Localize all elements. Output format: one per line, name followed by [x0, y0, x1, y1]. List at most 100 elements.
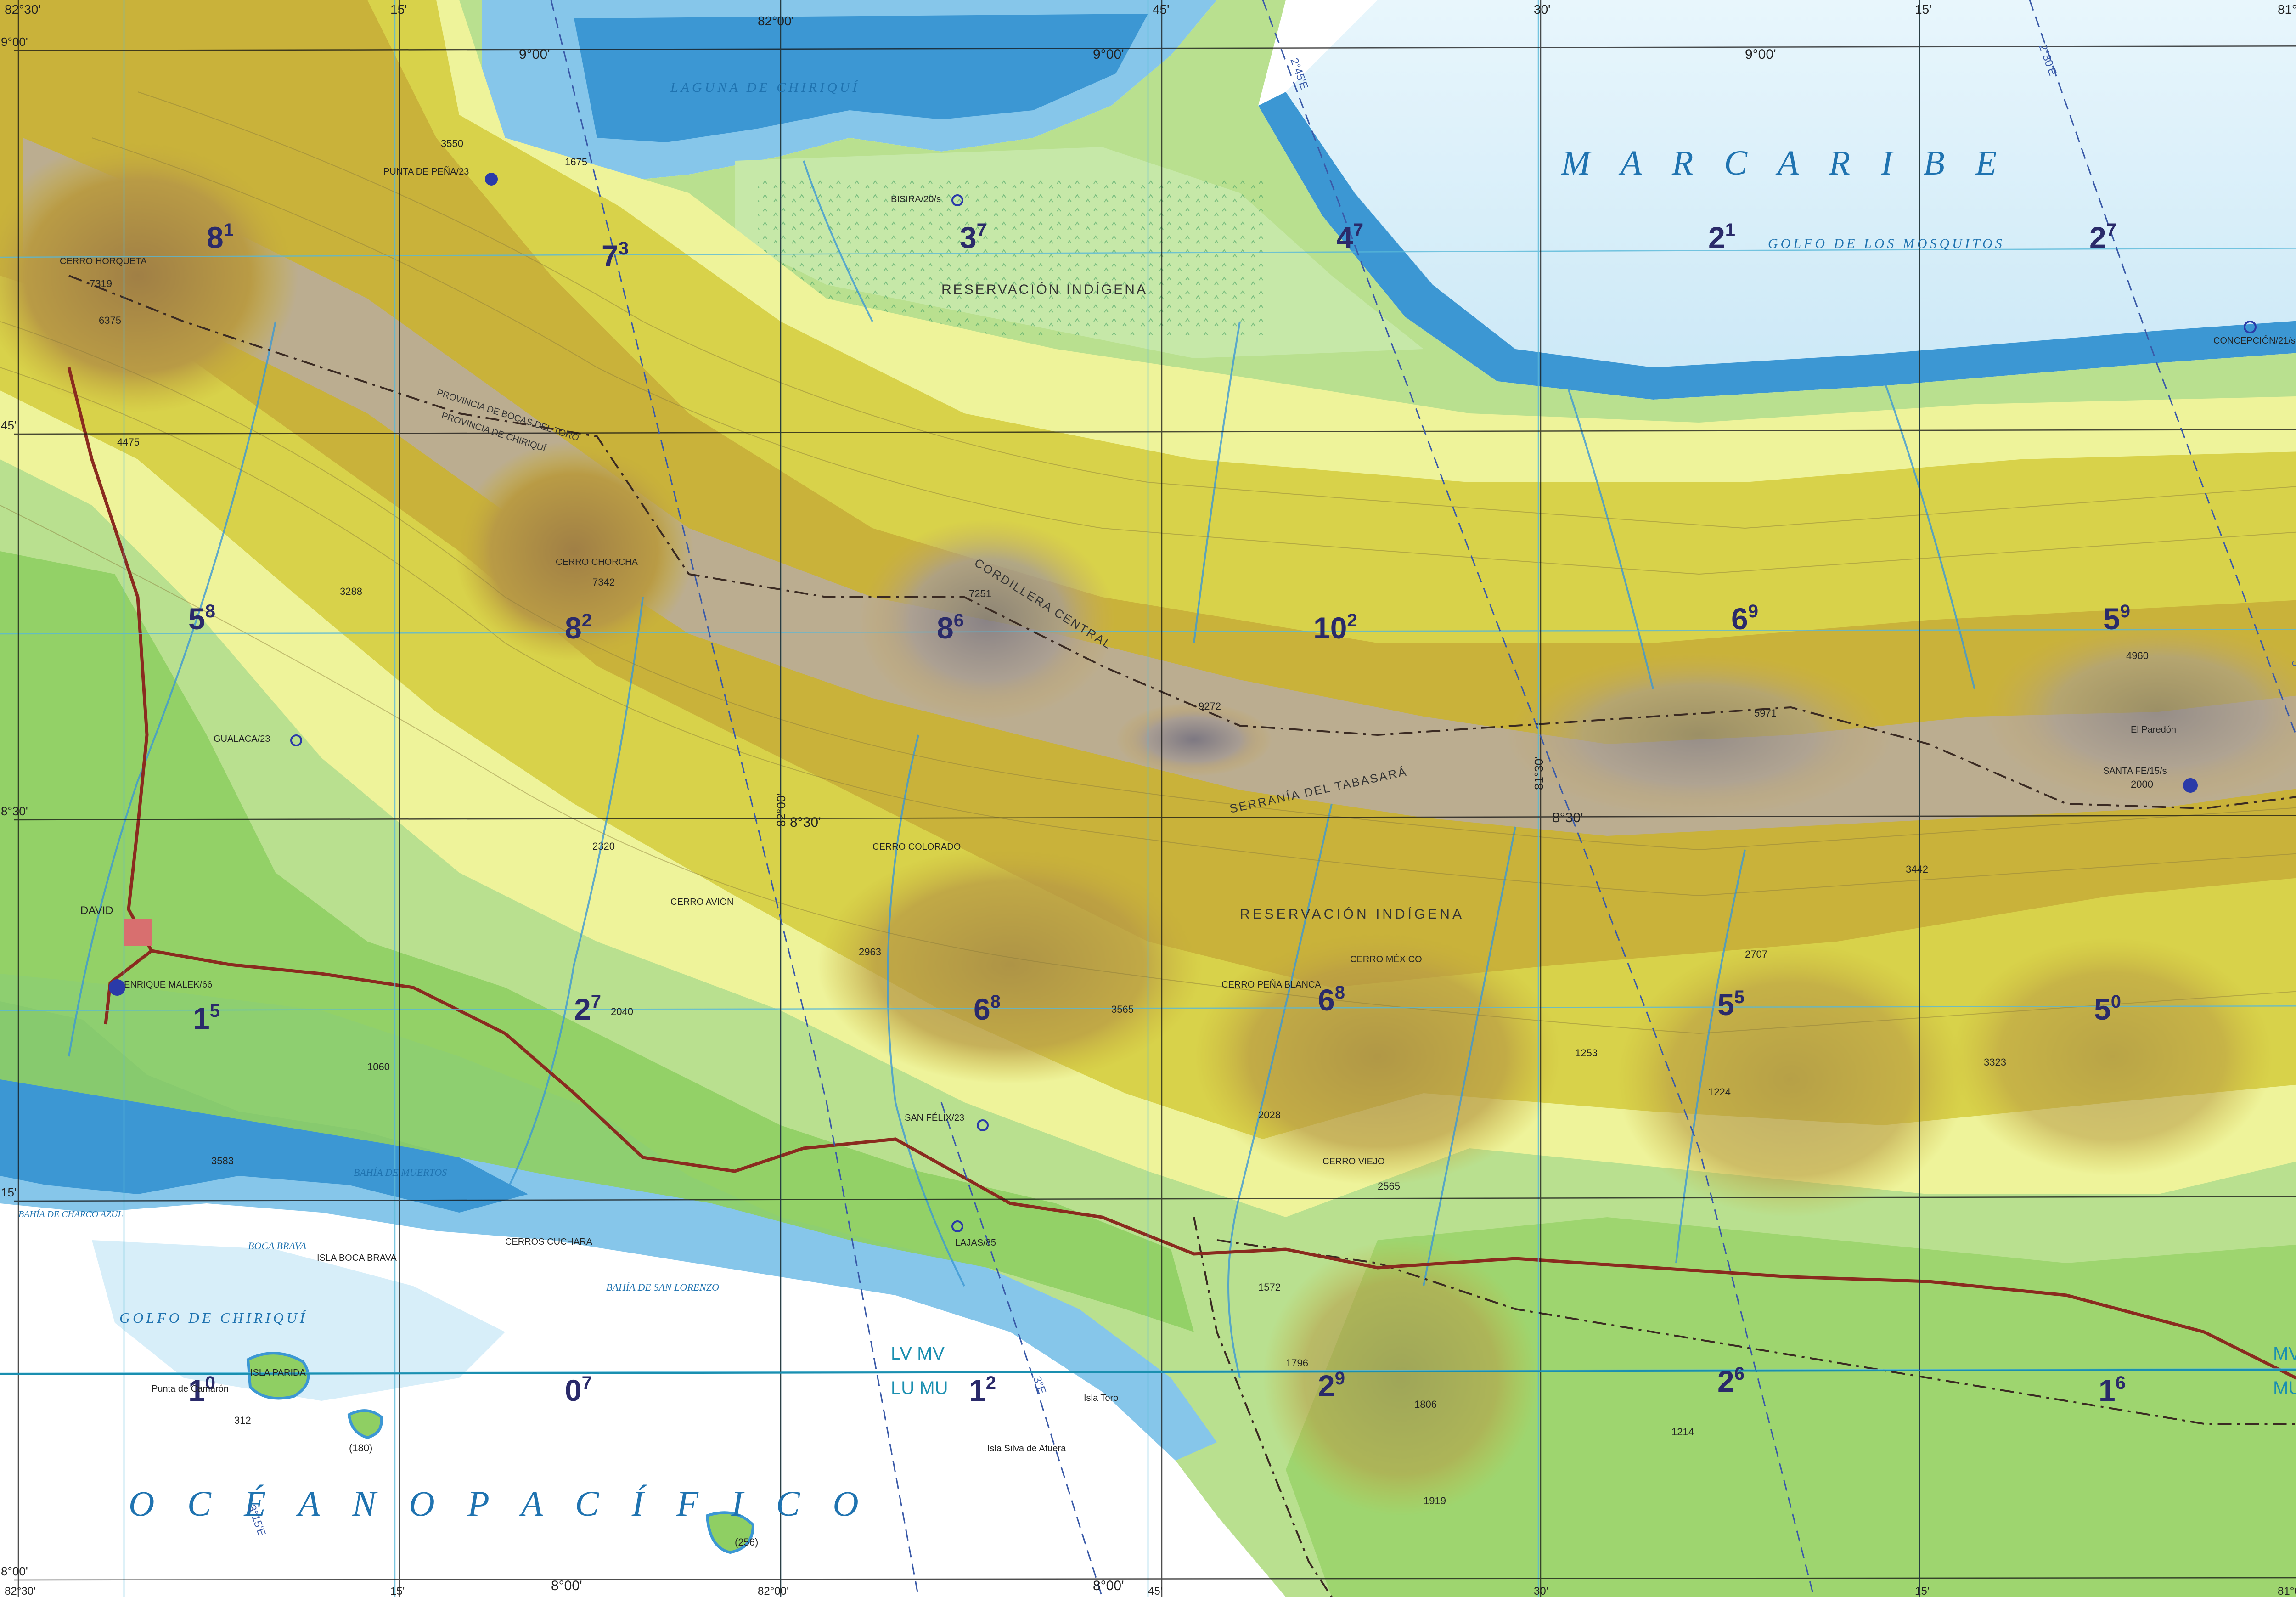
airfield-icon-lajas: [951, 1220, 963, 1232]
elev-3323: 3323: [1984, 1056, 2006, 1068]
isogonic-lines: [550, 0, 2296, 1597]
golfo-chiriqui-label: GOLFO DE CHIRIQUÍ: [119, 1309, 308, 1326]
airfield-symbols: [109, 173, 2257, 1232]
lat-8-30: 8°30': [1, 804, 28, 818]
lon-top-82-30: 82°30': [5, 2, 41, 17]
mef-29: 29: [1318, 1368, 1345, 1403]
elev-3288: 3288: [340, 586, 362, 597]
place-cerros-cuchara: CERROS CUCHARA: [505, 1237, 593, 1247]
rivers: [68, 160, 1975, 1378]
hills-south-4: [1263, 1240, 1538, 1516]
lon-labels-bottom: 82°30' 15' 82°00' 45' 30' 15' 81°00': [5, 1585, 2296, 1597]
elev-6375: 6375: [99, 315, 121, 326]
lon-bottom-45: 45': [1148, 1585, 1162, 1597]
elev-2000: 2000: [2131, 779, 2153, 790]
lon-top-81-00: 81°00': [2278, 2, 2296, 17]
elev-7342: 7342: [592, 576, 615, 588]
airfield-icon-concepcion: [2244, 321, 2257, 333]
lon-top-30: 30': [1534, 2, 1551, 17]
airfield-icon-bisira: [951, 194, 963, 206]
airfield-icon-enrique-malek: [109, 979, 125, 996]
elev-2320: 2320: [592, 841, 615, 852]
zone-bottom-right: MU NU: [2273, 1378, 2296, 1398]
golfo-chiriqui-shallow: [92, 1240, 505, 1401]
place-isla-parida: ISLA PARIDA: [250, 1368, 306, 1378]
elev-2028: 2028: [1258, 1109, 1281, 1121]
elev-3442: 3442: [1906, 863, 1928, 875]
peak-tabasara: [1506, 652, 1892, 818]
lowland-green-west: [0, 551, 1194, 1332]
elev-256: (256): [735, 1536, 758, 1548]
mef-68-w: 68: [974, 992, 1001, 1026]
airfield-icon-gualaca: [290, 734, 302, 746]
place-isla-boca-brava: ISLA BOCA BRAVA: [317, 1253, 397, 1263]
inner-8-30-b: 8°30': [1552, 810, 1583, 825]
graticule: [13, 0, 2296, 1597]
hills-south-2: [1194, 928, 1561, 1185]
lon-bottom-30: 30': [1534, 1585, 1548, 1597]
inner-8-00-b: 8°00': [1093, 1578, 1124, 1593]
place-concepcion: CONCEPCIÓN/21/s: [2213, 335, 2296, 346]
elev-2963: 2963: [859, 946, 881, 958]
place-santa-fe: SANTA FE/15/s: [2103, 766, 2167, 776]
place-david: DAVID: [80, 904, 113, 917]
place-punta-cameron: Punta de Camarón: [152, 1384, 229, 1394]
place-cerro-pena-blanca: CERRO PEÑA BLANCA: [1221, 979, 1321, 990]
place-el-paredon: El Paredón: [2131, 725, 2176, 735]
elevation-labels: 7319 7342 7251 9272 4960 5971 6375 4475 …: [90, 138, 2153, 1548]
inner-9-00-a: 9°00': [519, 47, 550, 62]
elev-2565: 2565: [1378, 1180, 1400, 1192]
elev-1675: 1675: [565, 156, 587, 168]
lat-9-00: 9°00': [1, 35, 28, 49]
david-urban-area: [124, 919, 152, 946]
grid-zone-line: [0, 1369, 2296, 1375]
grid-zone-labels: LV MV LU MU MV NV MU NU: [891, 1343, 2296, 1398]
inner-9-00-b: 9°00': [1093, 47, 1124, 62]
place-lajas: LAJAS/85: [955, 1238, 996, 1248]
island-256: [705, 1511, 755, 1554]
airfield-icon-punta-pena: [485, 173, 498, 186]
hills-east-5: [1952, 937, 2273, 1176]
laguna-chiriqui-label: LAGUNA DE CHIRIQUÍ: [670, 80, 860, 95]
lon-top-45: 45': [1153, 2, 1170, 17]
place-enrique-malek: ENRIQUE MALEK/66: [124, 980, 212, 990]
peak-east: [1984, 620, 2296, 804]
peak-chorcha: [455, 441, 693, 661]
lat-45: 45': [1, 418, 17, 432]
mar-caribe-label: M A R C A R I B E: [1561, 144, 2008, 182]
lon-labels-top: 82°30' 15' 82°00' 45' 30' 15' 81°00': [5, 2, 2296, 28]
reservacion-indigena-n-label: RESERVACIÓN INDÍGENA: [941, 282, 1148, 297]
lon-bottom-82-30: 82°30': [5, 1585, 36, 1597]
place-cerro-mexico: CERRO MÉXICO: [1350, 954, 1422, 965]
inner-9-00-c: 9°00': [1745, 47, 1776, 62]
mef-68-e: 68: [1318, 982, 1345, 1017]
lon-top-82-00: 82°00': [758, 14, 794, 28]
hills-south-1: [817, 845, 1203, 1084]
airfield-icon-san-felix: [977, 1119, 989, 1131]
reservacion-indigena-s-label: RESERVACIÓN INDÍGENA: [1240, 907, 1464, 922]
elev-4960: 4960: [2126, 650, 2149, 661]
zone-top-left: LV MV: [891, 1343, 945, 1364]
elev-5971: 5971: [1754, 707, 1777, 719]
place-isla-toro: Isla Toro: [1084, 1393, 1118, 1403]
mef-27-s: 27: [574, 992, 601, 1026]
boca-brava-label: BOCA BRAVA: [248, 1240, 307, 1252]
hills-south-3: [1616, 942, 1965, 1217]
elev-1572: 1572: [1258, 1281, 1281, 1293]
lat-8-00: 8°00': [1, 1564, 28, 1578]
elev-1253: 1253: [1575, 1047, 1598, 1059]
elev-4475: 4475: [117, 436, 140, 448]
lon-bottom-15b: 15': [1915, 1585, 1929, 1597]
mef-12: 12: [969, 1373, 996, 1407]
place-gualaca: GUALACA/23: [214, 734, 270, 744]
mef-27-ne: 27: [2089, 220, 2116, 254]
elev-3550: 3550: [441, 138, 463, 149]
inner-8-30-a: 8°30': [790, 815, 821, 830]
elev-1806: 1806: [1414, 1399, 1437, 1410]
mef-10: 10: [188, 1373, 215, 1407]
elev-1214: 1214: [1671, 1426, 1694, 1438]
peak-horqueta: [0, 138, 298, 413]
lat-labels-left: 9°00' 45' 8°30' 15' 8°00': [1, 35, 28, 1578]
mef-58: 58: [188, 601, 215, 636]
